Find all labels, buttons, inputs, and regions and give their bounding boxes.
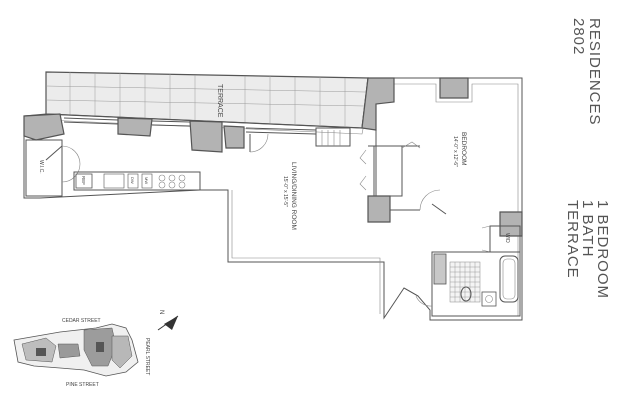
unit-baths: 1 BATH: [579, 200, 596, 257]
unit-outline: [23, 77, 523, 321]
key-plan-street-right: PEARL STREET: [144, 338, 150, 375]
residence-line1: RESIDENCES: [586, 18, 603, 126]
kitchen: REF DW MW: [73, 171, 201, 191]
dw-label: DW: [130, 177, 135, 184]
wic-label: W.I.C.: [38, 160, 44, 174]
north-arrow: N: [157, 310, 179, 331]
unit-bedrooms: 1 BEDROOM: [594, 200, 611, 299]
bedroom-closet: [373, 145, 403, 197]
toilet: [460, 286, 472, 302]
bathtub: [499, 255, 519, 303]
cooktop: [158, 174, 186, 189]
unit-extra: TERRACE: [564, 200, 581, 279]
microwave: [141, 173, 153, 189]
bedroom-dims-label: 14'-0" x 12'-6": [452, 136, 458, 167]
bathroom-tile-floor: [449, 261, 481, 303]
key-plan-street-top: CEDAR STREET: [62, 318, 101, 324]
window-wall: [63, 117, 351, 147]
key-plan-street-bottom: PINE STREET: [66, 382, 99, 388]
residence-title: RESIDENCES 2802: [570, 18, 603, 126]
living-dining-room: LIVING/DINING ROOM 15'-0" x 15'-5": [282, 162, 297, 230]
bathroom: [403, 251, 521, 317]
refrigerator: [75, 173, 93, 189]
bedroom-name-label: BEDROOM: [460, 132, 467, 166]
living-name-label: LIVING/DINING ROOM: [290, 162, 297, 230]
ref-label: REF: [81, 176, 86, 185]
sink: [103, 173, 125, 189]
entry-door-swing: [415, 295, 433, 307]
wd-label: W/D: [504, 233, 510, 243]
mw-label: MW: [144, 177, 149, 184]
walk-in-closet: W.I.C.: [25, 139, 81, 197]
bedroom-door-swing: [419, 189, 441, 211]
key-plan: CEDAR STREET PEARL STREET PINE STREET: [13, 318, 150, 388]
dishwasher: [127, 173, 139, 189]
living-dims-label: 15'-0" x 15'-5": [282, 176, 288, 207]
north-arrow-label: N: [158, 310, 164, 314]
bedroom: BEDROOM 14'-0" x 12'-6": [359, 130, 467, 215]
unit-summary: 1 BEDROOM 1 BATH TERRACE: [564, 200, 611, 299]
terrace-door: [249, 133, 269, 153]
vanity: [481, 291, 497, 307]
terrace-deck-grid: [45, 72, 366, 126]
terrace-label: TERRACE: [216, 84, 223, 118]
residence-line2: 2802: [570, 18, 587, 55]
